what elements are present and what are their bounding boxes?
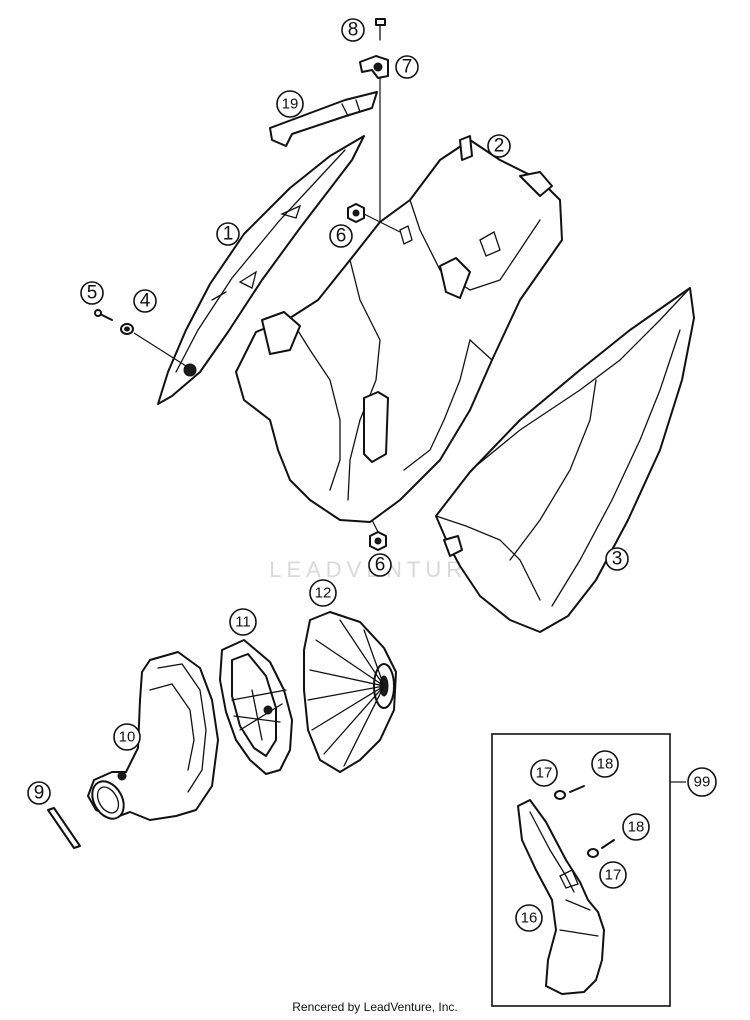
leader-6-top <box>363 213 401 233</box>
callout-17-a: 17 <box>530 759 558 787</box>
leader-4 <box>133 332 187 367</box>
svg-text:9: 9 <box>34 783 45 804</box>
callout-19: 19 <box>276 90 304 118</box>
svg-text:6: 6 <box>375 555 386 576</box>
callout-11: 11 <box>229 608 257 636</box>
part-9-clamp[interactable] <box>47 807 81 849</box>
callout-5: 5 <box>80 281 104 305</box>
svg-text:16: 16 <box>521 910 538 927</box>
part-8-bolt[interactable] <box>375 18 386 41</box>
part-11-filter-cage[interactable] <box>219 639 293 775</box>
callout-6-top: 6 <box>329 224 353 248</box>
leader-6-bottom <box>371 519 379 533</box>
callout-17-b: 17 <box>599 861 627 889</box>
svg-text:18: 18 <box>628 819 645 836</box>
svg-text:7: 7 <box>402 57 413 78</box>
callout-6-bottom: 6 <box>368 553 392 577</box>
part-17-washer-a[interactable] <box>554 790 566 800</box>
part-10-intake[interactable] <box>86 651 219 824</box>
svg-text:5: 5 <box>87 283 98 304</box>
callout-18-b: 18 <box>622 813 650 841</box>
callout-10: 10 <box>113 723 141 751</box>
part-18-screw-a[interactable] <box>569 785 585 793</box>
callout-7: 7 <box>395 55 419 79</box>
part-18-screw-b[interactable] <box>601 839 615 849</box>
svg-text:19: 19 <box>282 96 299 113</box>
callout-1: 1 <box>216 222 240 246</box>
svg-text:18: 18 <box>597 756 614 773</box>
svg-text:4: 4 <box>140 291 151 312</box>
svg-text:1: 1 <box>223 224 234 245</box>
callout-3: 3 <box>605 547 629 571</box>
svg-text:17: 17 <box>536 765 553 782</box>
part-17-washer-b[interactable] <box>587 848 599 858</box>
svg-text:12: 12 <box>315 585 332 602</box>
svg-text:10: 10 <box>119 729 136 746</box>
callout-12: 12 <box>309 579 337 607</box>
part-6-nut-bottom[interactable] <box>369 531 387 551</box>
svg-text:8: 8 <box>348 20 359 41</box>
part-7-clip[interactable] <box>359 55 389 79</box>
svg-text:2: 2 <box>494 136 505 157</box>
svg-text:99: 99 <box>694 774 711 791</box>
part-2-airbox[interactable] <box>235 135 563 523</box>
svg-text:3: 3 <box>612 549 623 570</box>
callout-2: 2 <box>487 134 511 158</box>
callout-9: 9 <box>27 781 51 805</box>
credit-text: Rencered by LeadVenture, Inc. <box>292 1000 457 1014</box>
part-19-strap[interactable] <box>269 91 378 147</box>
svg-text:6: 6 <box>336 226 347 247</box>
callout-18-a: 18 <box>591 750 619 778</box>
part-16-guard[interactable] <box>517 799 605 995</box>
callout-4: 4 <box>133 289 157 313</box>
svg-text:11: 11 <box>235 614 251 631</box>
part-4-washer[interactable] <box>120 323 134 335</box>
svg-text:17: 17 <box>605 867 622 884</box>
part-12-filter[interactable] <box>303 611 397 773</box>
part-3-right-cover[interactable] <box>435 287 695 633</box>
callout-16: 16 <box>515 904 543 932</box>
part-6-nut-top[interactable] <box>347 203 365 223</box>
part-1-left-cover[interactable] <box>157 135 365 405</box>
callout-99: 99 <box>687 767 717 797</box>
kit-99-box <box>491 733 671 1007</box>
part-5-screw[interactable] <box>94 309 113 321</box>
callout-8: 8 <box>341 18 365 42</box>
